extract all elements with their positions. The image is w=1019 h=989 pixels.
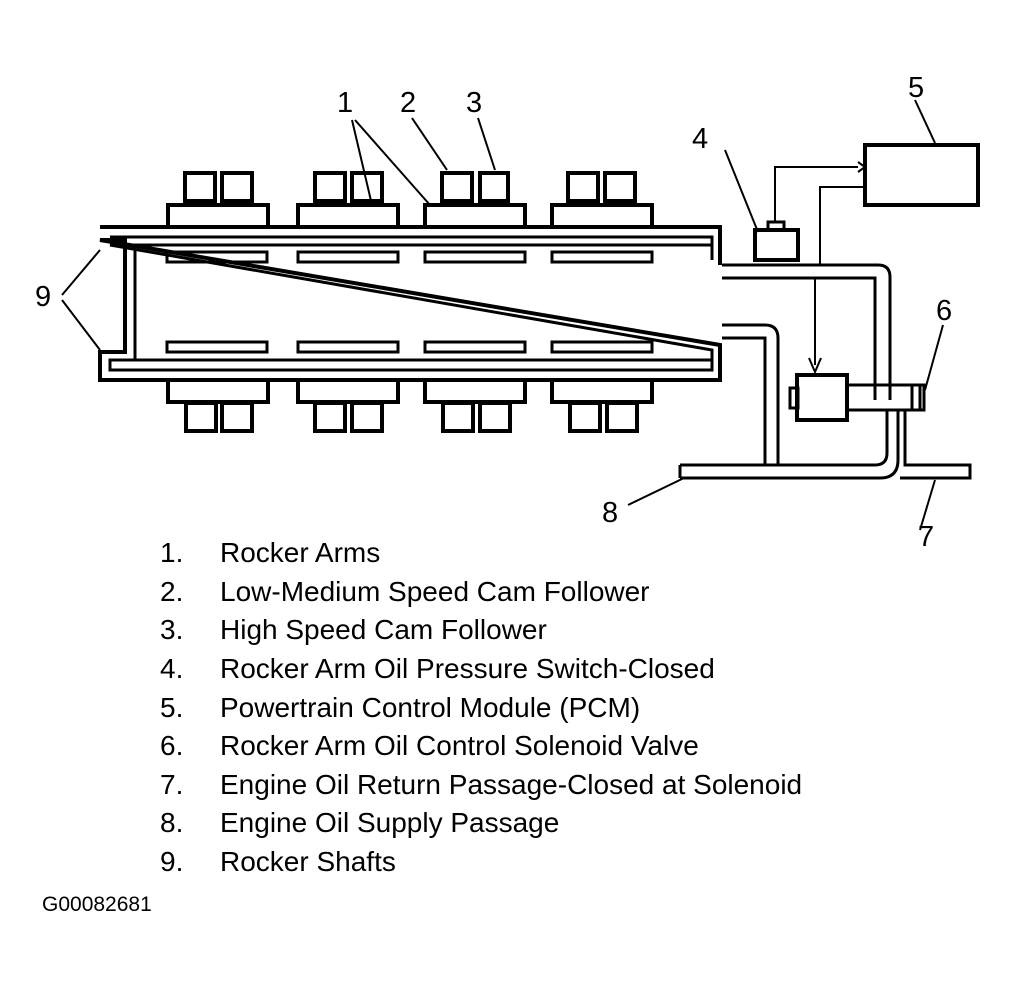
callout-5: 5 — [908, 72, 924, 104]
legend-item: 9.Rocker Shafts — [160, 846, 396, 878]
legend-item: 8.Engine Oil Supply Passage — [160, 807, 560, 839]
legend: 1.Rocker Arms 2.Low-Medium Speed Cam Fol… — [160, 534, 802, 881]
legend-item: 2.Low-Medium Speed Cam Follower — [160, 575, 650, 607]
callout-3: 3 — [466, 87, 482, 119]
rocker-arm-oil-system-diagram: 1 2 3 4 5 6 7 8 9 — [35, 72, 980, 553]
legend-item: 6.Rocker Arm Oil Control Solenoid Valve — [160, 730, 699, 762]
upper-rocker-arms — [166, 171, 654, 229]
oil-pressure-switch — [753, 228, 800, 262]
lower-shaft-bearings — [165, 340, 654, 354]
supply-passage — [678, 410, 900, 480]
rocker-shaft-inner — [108, 235, 714, 372]
upper-oil-passage — [722, 263, 892, 400]
callout-7: 7 — [918, 521, 934, 553]
callout-9: 9 — [35, 281, 51, 313]
lower-oil-passage — [722, 323, 780, 465]
return-passage — [900, 410, 972, 480]
legend-item: 5.Powertrain Control Module (PCM) — [160, 691, 641, 723]
callout-4: 4 — [692, 123, 708, 155]
pcm-box — [863, 143, 980, 207]
legend-item: 4.Rocker Arm Oil Pressure Switch-Closed — [160, 653, 715, 685]
legend-item: 7.Engine Oil Return Passage-Closed at So… — [160, 768, 803, 800]
figure-id: G00082681 — [42, 893, 152, 916]
solenoid-body — [795, 373, 849, 422]
callout-2: 2 — [400, 87, 416, 119]
callout-6: 6 — [936, 295, 952, 327]
upper-shaft-bearings — [165, 250, 654, 264]
callout-1: 1 — [337, 87, 353, 119]
legend-item: 1.Rocker Arms — [160, 537, 381, 569]
callout-8: 8 — [602, 497, 618, 529]
rocker-shaft-housing — [98, 225, 722, 382]
legend-item: 3.High Speed Cam Follower — [160, 614, 547, 646]
lower-rocker-arms — [166, 378, 654, 433]
